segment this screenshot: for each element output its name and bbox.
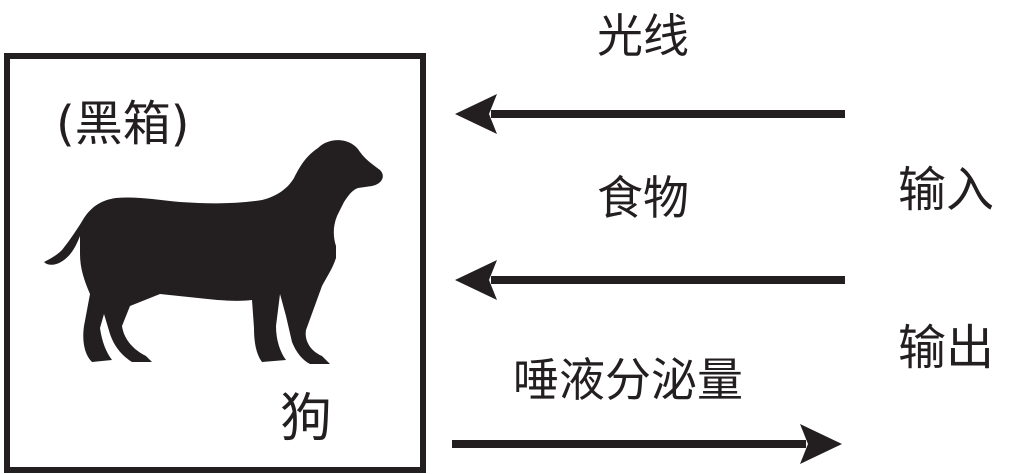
saliva-arrow [452,424,842,464]
black-box-label: (黑箱) [56,96,190,152]
output-label: 输出 [898,320,995,376]
light-arrow-head [455,94,497,134]
food-label: 食物 [597,171,689,225]
input-label: 输入 [898,162,995,218]
subject-label: 狗 [280,389,333,449]
black-box-frame [4,53,426,473]
food-arrow [455,260,845,300]
saliva-arrow-head [800,424,842,464]
light-arrow [455,94,845,134]
light-label: 光线 [597,9,689,63]
dog-silhouette-icon [44,140,383,364]
saliva-label: 唾液分泌量 [513,353,743,407]
food-arrow-head [455,260,497,300]
